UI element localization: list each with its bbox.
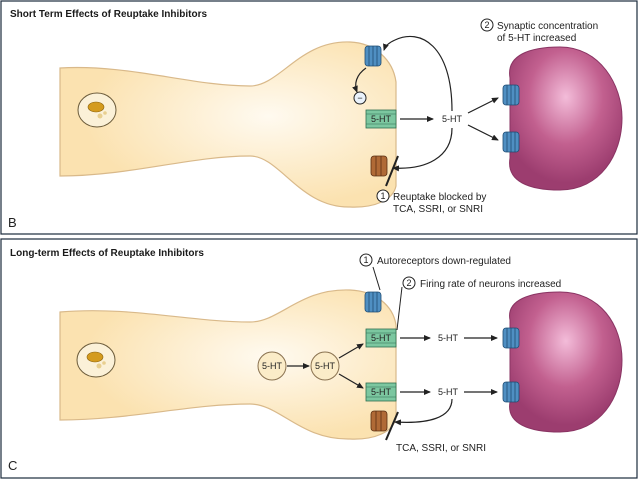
postsynaptic-receptor-lower: [502, 381, 520, 403]
vesicle-1: [257, 351, 287, 381]
step-2-number: 2: [484, 20, 489, 30]
step-2-number: 2: [406, 278, 411, 288]
step-1-text: Autoreceptors down-regulated: [377, 256, 511, 267]
step-2-leader: [396, 286, 403, 331]
vesicle-2: [310, 351, 340, 381]
step-1-circle: [359, 253, 373, 267]
synapse-arrow-upper: [467, 97, 499, 114]
drug-classes-label: TCA, SSRI, or SNRI: [396, 443, 486, 454]
step-1-number: 1: [363, 255, 368, 265]
panel-b-title: Short Term Effects of Reuptake Inhibitor…: [10, 9, 207, 20]
postsynaptic-receptor-upper: [502, 84, 520, 106]
autoreceptor: [364, 291, 382, 313]
panel-c-title: Long-term Effects of Reuptake Inhibitors: [10, 248, 204, 259]
block-bar: [385, 155, 399, 187]
reuptake-arrow: [392, 127, 453, 172]
step-2-text: Firing rate of neurons increased: [420, 279, 561, 290]
postsynaptic-neuron: [509, 291, 623, 433]
postsynaptic-neuron: [509, 46, 623, 191]
autoreceptor-feedback-arrow: [383, 35, 453, 112]
transporter-label: 5-HT: [371, 114, 392, 124]
inhibition-arrow: [352, 67, 367, 93]
vesicle-to-transporter-upper: [338, 343, 364, 359]
block-bar: [385, 411, 399, 441]
blocked-transporter: [370, 155, 388, 177]
step-1-circle: [376, 189, 390, 203]
minus-symbol: [353, 91, 367, 105]
panel-b-letter: B: [8, 215, 17, 230]
reuptake-arrow: [394, 398, 453, 426]
synaptic-5ht-lower-label: 5-HT: [438, 387, 459, 397]
step-2-text-line1: Synaptic concentration: [497, 21, 598, 32]
panel-c-letter: C: [8, 458, 17, 473]
step-2-text-line2: of 5-HT increased: [497, 33, 576, 44]
neuron-nucleus: [77, 92, 117, 128]
postsynaptic-receptor-lower: [502, 131, 520, 153]
autoreceptor: [364, 45, 382, 67]
step-2-circle: [480, 18, 494, 32]
transporter-lower-label: 5-HT: [371, 387, 392, 397]
vesicle-1-label: 5-HT: [262, 361, 283, 371]
step-2-circle: [402, 276, 416, 290]
postsynaptic-receptor-upper: [502, 327, 520, 349]
synapse-arrow-lower: [467, 124, 499, 141]
presynaptic-neuron: [59, 41, 397, 208]
transporter-upper-label: 5-HT: [371, 333, 392, 343]
step-1-leader: [372, 266, 381, 291]
step-1-text-line1: Reuptake blocked by: [393, 192, 486, 203]
step-1-number: 1: [380, 191, 385, 201]
neuron-nucleus: [76, 342, 116, 378]
synaptic-5ht-upper-label: 5-HT: [438, 333, 459, 343]
vesicle-to-transporter-lower: [338, 373, 364, 389]
blocked-transporter: [370, 410, 388, 432]
minus-symbol-label: −: [357, 93, 362, 103]
step-1-text-line2: TCA, SSRI, or SNRI: [393, 204, 483, 215]
synaptic-5ht-label: 5-HT: [442, 114, 463, 124]
vesicle-2-label: 5-HT: [315, 361, 336, 371]
